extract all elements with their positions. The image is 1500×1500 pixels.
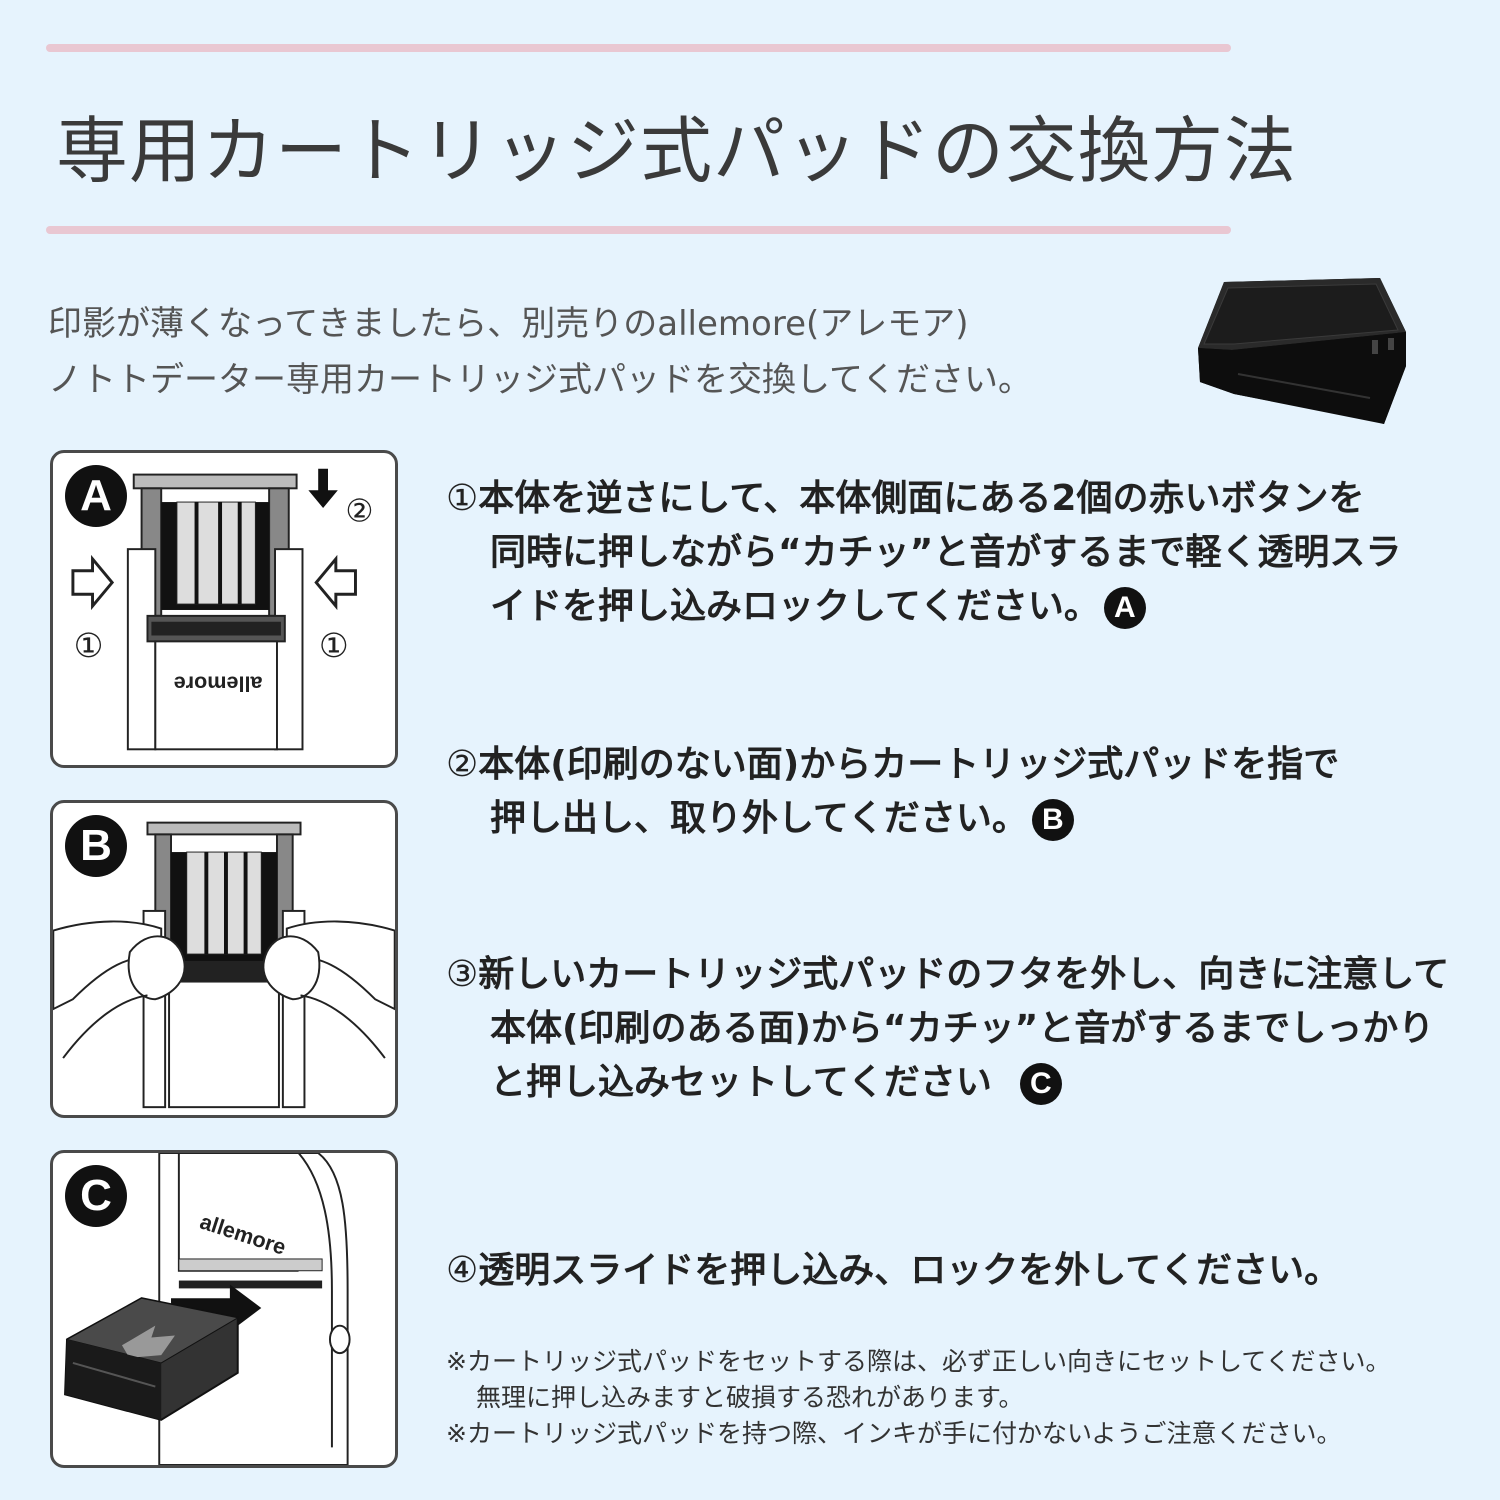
arrow-left-icon bbox=[314, 554, 357, 611]
bottom-divider bbox=[46, 226, 1231, 234]
step-4-line-1: 透明スライドを押し込み、ロックを外してください。 bbox=[478, 1250, 1341, 1291]
step-4-number: ④ bbox=[446, 1250, 479, 1291]
step-3-line-3: と押し込みセットしてください bbox=[490, 1062, 992, 1103]
push-out-pad-illustration bbox=[53, 821, 395, 1109]
step-1: ①本体を逆さにして、本体側面にある2個の赤いボタンを 同時に押しながら“カチッ”… bbox=[446, 472, 1401, 634]
step-1-line-2: 同時に押しながら“カチッ”と音がするまで軽く透明スラ bbox=[490, 532, 1402, 573]
step-3: ③新しいカートリッジ式パッドのフタを外し、向きに注意して 本体(印刷のある面)か… bbox=[446, 948, 1449, 1110]
step-3-ref-badge: C bbox=[1019, 1063, 1062, 1105]
intro-line-1: 印影が薄くなってきましたら、別売りのallemore(アレモア) bbox=[48, 304, 969, 344]
illustration-c: C allemore bbox=[50, 1150, 398, 1468]
step-4: ④透明スライドを押し込み、ロックを外してください。 bbox=[446, 1244, 1340, 1298]
cartridge-pad-image bbox=[1198, 278, 1406, 424]
badge-a: A bbox=[65, 465, 127, 527]
step-1-ref-badge: A bbox=[1103, 587, 1146, 629]
panel-a-logo: allemore bbox=[174, 672, 263, 697]
step-3-line-1: 新しいカートリッジ式パッドのフタを外し、向きに注意して bbox=[478, 954, 1450, 995]
notes: ※カートリッジ式パッドをセットする際は、必ず正しい向きにセットしてください。 無… bbox=[446, 1344, 1390, 1452]
step-3-number: ③ bbox=[446, 954, 479, 995]
intro-line-2: ノトトデーター専用カートリッジ式パッドを交換してください。 bbox=[48, 360, 1032, 400]
arrow-label-left: ① bbox=[74, 626, 104, 665]
top-divider bbox=[46, 44, 1231, 52]
arrow-label-down: ② bbox=[345, 494, 373, 530]
badge-c: C bbox=[65, 1165, 127, 1227]
arrow-down-icon bbox=[308, 468, 338, 508]
note-line-3: ※カートリッジ式パッドを持つ際、インキが手に付かないようご注意ください。 bbox=[446, 1419, 1342, 1448]
step-2-ref-badge: B bbox=[1031, 799, 1074, 841]
page-title: 専用カートリッジ式パッドの交換方法 bbox=[56, 109, 1298, 193]
step-2-line-1: 本体(印刷のない面)からカートリッジ式パッドを指で bbox=[478, 744, 1340, 785]
insert-pad-illustration: allemore bbox=[64, 1153, 351, 1465]
step-1-line-3: イドを押し込みロックしてください。 bbox=[490, 586, 1100, 627]
step-1-number: ① bbox=[446, 478, 479, 519]
step-2-number: ② bbox=[446, 744, 479, 785]
illustration-b: B bbox=[50, 800, 398, 1118]
illustration-a: A allemore ① ① ② bbox=[50, 450, 398, 768]
step-3-line-2: 本体(印刷のある面)から“カチッ”と音がするまでしっかり bbox=[490, 1008, 1435, 1049]
step-1-line-1: 本体を逆さにして、本体側面にある2個の赤いボタンを bbox=[478, 478, 1365, 519]
badge-b: B bbox=[65, 815, 127, 877]
stamp-upside-down-illustration: allemore ① ① ② bbox=[71, 468, 373, 751]
note-line-2: 無理に押し込みますと破損する恐れがあります。 bbox=[476, 1383, 1024, 1412]
arrow-right-icon bbox=[71, 554, 115, 611]
note-line-1: ※カートリッジ式パッドをセットする際は、必ず正しい向きにセットしてください。 bbox=[446, 1347, 1391, 1376]
arrow-label-right: ① bbox=[319, 626, 349, 665]
intro-text: 印影が薄くなってきましたら、別売りのallemore(アレモア) ノトトデーター… bbox=[48, 296, 1032, 408]
step-2: ②本体(印刷のない面)からカートリッジ式パッドを指で 押し出し、取り外してくださ… bbox=[446, 738, 1339, 846]
side-button-icon bbox=[328, 1324, 351, 1355]
step-2-line-2: 押し出し、取り外してください。 bbox=[490, 798, 1028, 839]
